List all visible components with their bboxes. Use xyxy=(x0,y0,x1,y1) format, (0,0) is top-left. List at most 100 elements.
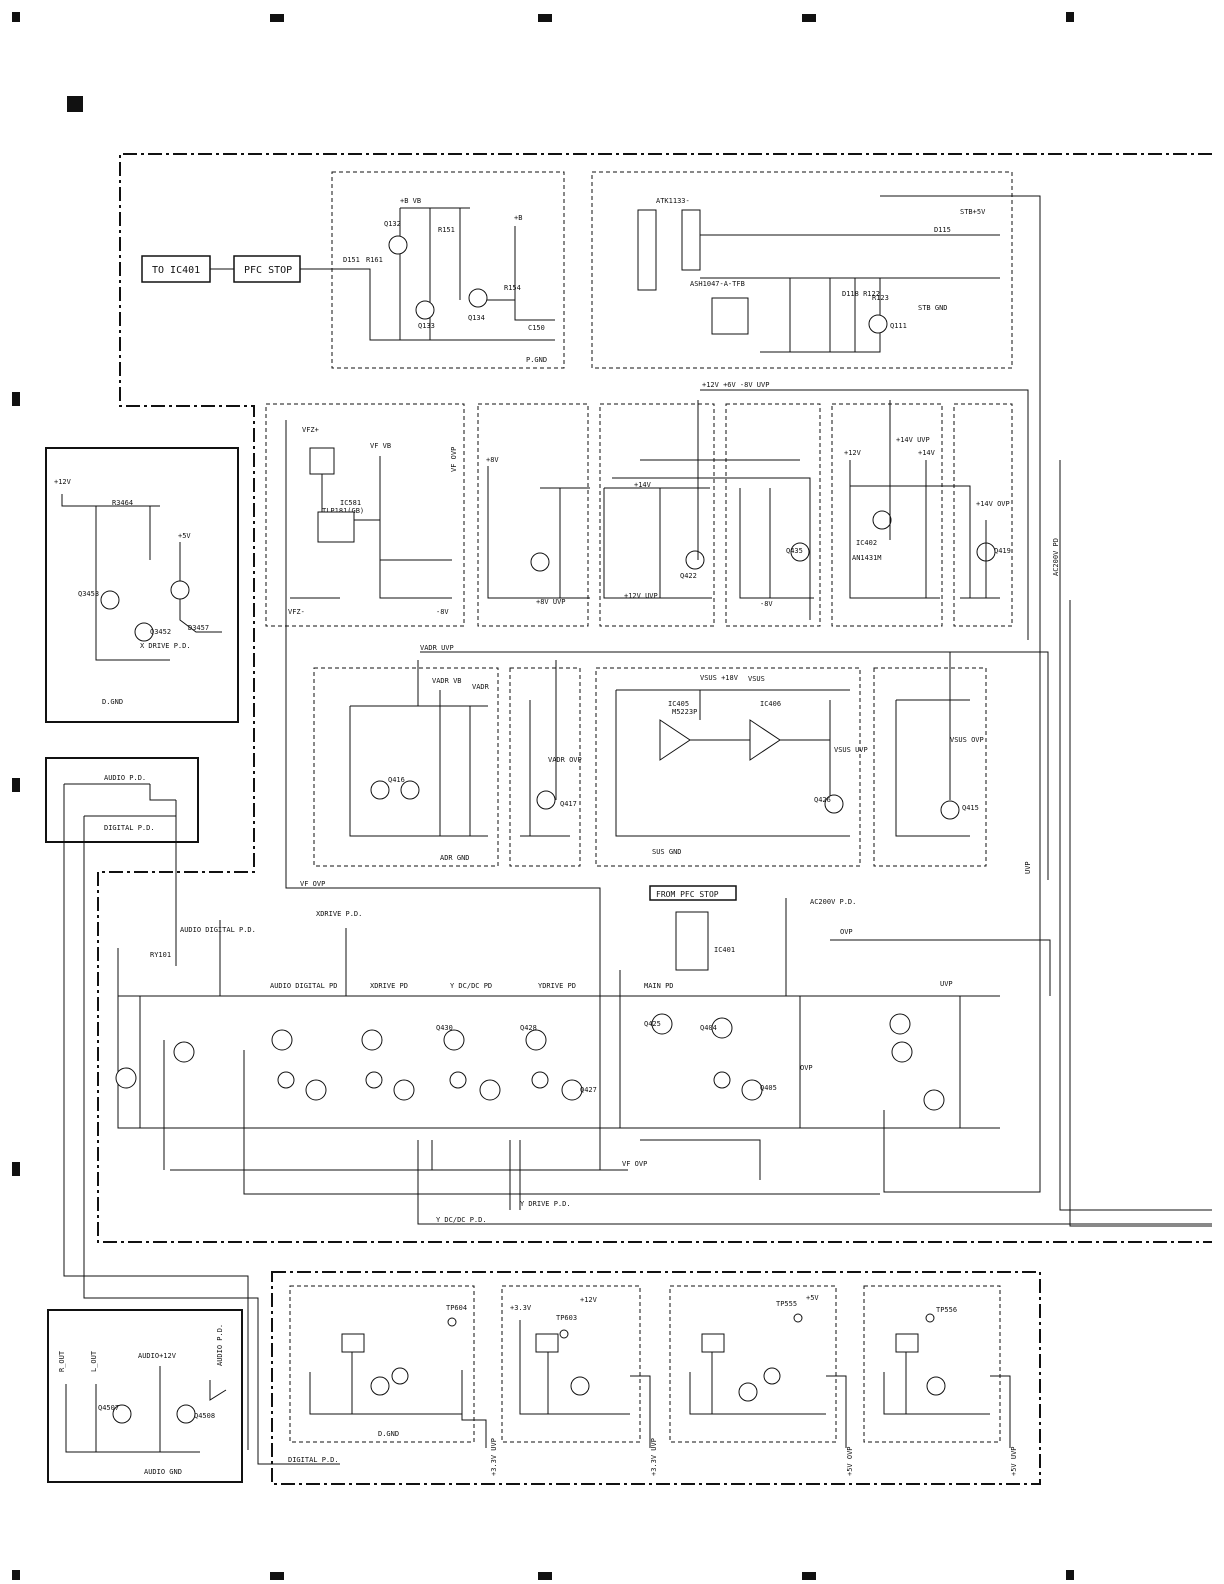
plus-8v-label: +8V xyxy=(486,456,499,464)
ic405-label: IC405 xyxy=(668,700,689,708)
minus-8v-label: -8V xyxy=(436,608,449,616)
p-gnd-label: P.GND xyxy=(526,356,547,364)
q111-transistor xyxy=(868,314,888,334)
svg-text:Q3452: Q3452 xyxy=(150,628,171,636)
r-out-label: R_OUT xyxy=(58,1350,66,1372)
audio-digital-pd-box: AUDIO P.D. DIGITAL P.D. xyxy=(45,757,340,1465)
q430-transistor xyxy=(443,1029,465,1051)
minus-8v-panel xyxy=(725,403,821,627)
q132-transistor xyxy=(388,235,408,255)
svg-text:R161: R161 xyxy=(366,256,383,264)
plus-14v-b-label: +14V xyxy=(918,449,936,457)
audio-pd-label: AUDIO P.D. xyxy=(104,774,146,782)
q417-transistor xyxy=(536,790,556,810)
tp603-label: TP603 xyxy=(556,1314,577,1322)
uvp-row: +12V +6V -8V UVP VFZ+ VF VB VFZ- -8V IC5… xyxy=(265,381,1029,640)
vadr-vb-label: VADR VB xyxy=(432,677,462,685)
uvp-8v-label: +8V UVP xyxy=(536,598,566,606)
uvp-12v-panel xyxy=(599,403,715,627)
svg-text:D118 R122: D118 R122 xyxy=(842,290,880,298)
svg-text:Q415: Q415 xyxy=(962,804,979,812)
vadr-label: VADR xyxy=(472,683,490,691)
tp604-label: TP604 xyxy=(446,1304,467,1312)
q552-transistor xyxy=(763,1367,781,1385)
q602-transistor xyxy=(370,1376,390,1396)
ic401-label: IC401 xyxy=(714,946,735,954)
q420-transistor xyxy=(530,552,550,572)
q427-transistor xyxy=(561,1079,583,1101)
plus-33v-label: +3.3V xyxy=(510,1304,532,1312)
ac200v-pd-label: AC200V P.D. xyxy=(810,898,856,906)
plus-12v-label: +12V xyxy=(844,449,862,457)
uvp-33v-label: +3.3V UVP xyxy=(490,1438,498,1476)
registration-marks xyxy=(12,12,1074,1580)
q405-transistor xyxy=(741,1079,763,1101)
opamp-part-label: M5223P xyxy=(672,708,697,716)
q134-transistor xyxy=(468,288,488,308)
uvp-14v-label: +14V UVP xyxy=(896,436,930,444)
q406-transistor xyxy=(889,1013,911,1035)
svg-text:Q419: Q419 xyxy=(994,547,1011,555)
svg-text:Q133: Q133 xyxy=(418,322,435,330)
q416-transistor xyxy=(370,780,390,800)
ydrive-pd-bus-label: YDRIVE PD xyxy=(538,982,576,990)
plus-5v-label: +5V xyxy=(178,532,191,540)
uvp-5v-label: +5V OVP xyxy=(846,1446,854,1476)
audio-gnd-label: AUDIO GND xyxy=(144,1468,182,1476)
svg-text:Q427: Q427 xyxy=(580,1086,597,1094)
svg-text:D115: D115 xyxy=(934,226,951,234)
ic401-optocoupler xyxy=(675,911,709,971)
svg-text:R3464: R3464 xyxy=(112,499,133,507)
q133-transistor xyxy=(415,300,435,320)
digital-pd-label: DIGITAL P.D. xyxy=(104,824,155,832)
svg-text:R123: R123 xyxy=(872,294,889,302)
ash1047-label: ASH1047-A-TFB xyxy=(690,280,745,288)
uvp-12v-label: +12V UVP xyxy=(624,592,658,600)
svg-text:Q416: Q416 xyxy=(388,776,405,784)
tp555-label: TP555 xyxy=(776,1300,797,1308)
plus-14v-label: +14V xyxy=(634,481,652,489)
vf-ovp-2-label: VF OVP xyxy=(300,880,325,888)
q4507-transistor xyxy=(112,1404,132,1424)
ref-part-label: AN1431M xyxy=(852,554,882,562)
vfz-minus-label: VFZ- xyxy=(288,608,305,616)
svg-text:Q3453: Q3453 xyxy=(78,590,99,598)
ac200v-pd-vert-label: AC200V PD xyxy=(1052,538,1060,576)
vadr-uvp-panel xyxy=(313,667,499,867)
svg-text:R154: R154 xyxy=(504,284,521,292)
d554-sensor xyxy=(895,1333,919,1353)
svg-text:R151: R151 xyxy=(438,226,455,234)
x-drive-pd-block: +12V +5V D.GND X DRIVE P.D. Q3453 Q3452 … xyxy=(45,447,239,723)
vf-vb-label: VF VB xyxy=(370,442,391,450)
svg-text:Q4507: Q4507 xyxy=(98,1404,119,1412)
xdrive-pd-bus-label: XDRIVE PD xyxy=(370,982,408,990)
svg-text:Q134: Q134 xyxy=(468,314,485,322)
audio-pd-block: R_OUT L_OUT AUDIO+12V AUDIO P.D. AUDIO G… xyxy=(47,1309,243,1483)
rail-uvp-label: +12V +6V -8V UVP xyxy=(702,381,769,389)
ic406-label: IC406 xyxy=(760,700,781,708)
y-dcdc-pd-label: Y DC/DC P.D. xyxy=(436,1216,487,1224)
q408-transistor xyxy=(923,1089,945,1111)
vfz-plus-label: VFZ+ xyxy=(302,426,319,434)
svg-text:Q435: Q435 xyxy=(786,547,803,555)
q407-transistor xyxy=(891,1041,913,1063)
q404-transistor xyxy=(711,1017,733,1039)
ovp-14v-panel xyxy=(953,403,1013,627)
ovp-2-label: OVP xyxy=(800,1064,813,1072)
pfc-stop-label: PFC STOP xyxy=(244,265,292,276)
y-drive-pd-label: Y DRIVE P.D. xyxy=(520,1200,571,1208)
svg-text:Q426: Q426 xyxy=(814,796,831,804)
ic405-opamp xyxy=(659,719,691,761)
q429-transistor xyxy=(479,1079,501,1101)
uvp-label: UVP xyxy=(1024,861,1032,874)
d553-sensor xyxy=(701,1333,725,1353)
vf-ovp-panel xyxy=(265,403,465,627)
audio-12v-label: AUDIO+12V xyxy=(138,1352,177,1360)
vsus-uvp-label: VSUS UVP xyxy=(834,746,868,754)
q422-transistor xyxy=(685,550,705,570)
ic406-opamp xyxy=(749,719,781,761)
vadr-ovp-label: VADR OVP xyxy=(548,756,582,764)
digital-pd-block: DIGITAL P.D. D.GND TP604 +3.3V +12V TP60… xyxy=(288,1285,1018,1476)
xdrive-pd-label: XDRIVE P.D. xyxy=(316,910,362,918)
audio-pd-vert-label: AUDIO P.D. xyxy=(216,1324,224,1366)
